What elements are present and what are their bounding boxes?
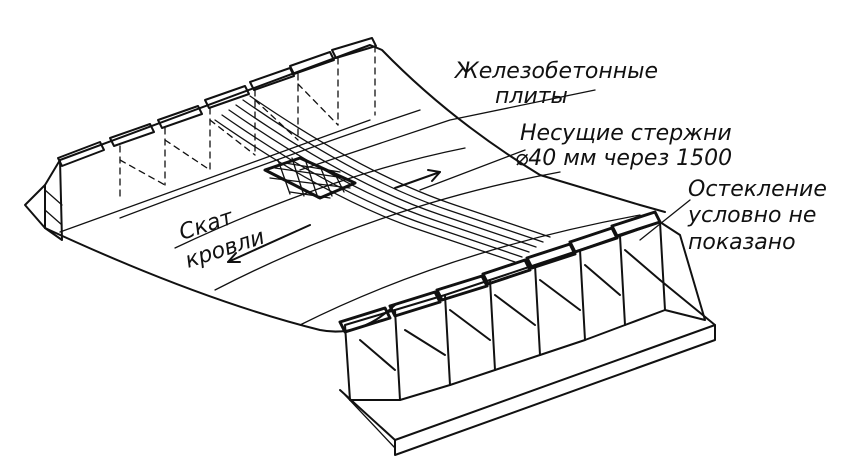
- front-frame-cap-4: [481, 258, 532, 286]
- rod-5: [242, 99, 544, 243]
- arrow-left-shaft: [227, 224, 311, 263]
- glazing-label-line2: условно не: [687, 203, 816, 228]
- roof-cross-curve-3: [299, 214, 641, 326]
- back-frame-cap-6: [289, 51, 335, 75]
- front-base-front: [394, 324, 716, 456]
- back-frame-hidden-braces: [119, 83, 339, 186]
- back-frame-hidden-legs: [119, 45, 376, 201]
- plates-label-line1: Железобетонные: [453, 59, 658, 84]
- front-base-edge: [344, 394, 396, 449]
- back-frame-cap-5: [249, 67, 295, 91]
- arrow-right-shaft: [394, 171, 441, 189]
- rod-6: [249, 95, 551, 238]
- plates-hatch-lines-2: [277, 157, 345, 199]
- arrow-left-head: [227, 252, 241, 263]
- rod-4: [235, 104, 537, 248]
- back-frames: [24, 37, 377, 241]
- roof-cross-curve-1: [174, 147, 466, 249]
- front-frame-cap-1: [338, 306, 392, 334]
- front-frames: [338, 210, 716, 456]
- plates-label-line2: плиты: [495, 84, 568, 109]
- glazing-label-line1: Остекление: [688, 177, 827, 202]
- back-frame-cap-3: [157, 105, 203, 129]
- rods-label-line2: ⌀40 мм через 1500: [515, 146, 732, 171]
- rods-label-line1: Несущие стержни: [520, 121, 732, 146]
- left-end-frame-brace: [44, 189, 63, 226]
- back-frame-cap-2: [109, 123, 155, 147]
- front-base-top-edge: [339, 279, 716, 441]
- rod-3: [228, 109, 530, 253]
- front-frame-cap-5: [525, 242, 577, 270]
- front-frame-cap-2: [388, 290, 442, 318]
- roof-left-strip: [59, 119, 371, 233]
- rod-1: [214, 119, 516, 263]
- roof-left-strip-2: [119, 109, 421, 219]
- back-frame-cap-4: [204, 85, 250, 109]
- front-frame-2: [394, 294, 451, 401]
- glazing-label-line3: показано: [688, 230, 796, 255]
- plates-leader: [299, 89, 596, 171]
- left-end-frame: [44, 159, 63, 241]
- rods-leader: [419, 149, 526, 191]
- back-frame-cap-7: [331, 37, 377, 59]
- roof-surface: [44, 44, 666, 333]
- plates-hatch: [263, 156, 357, 200]
- front-frame-cap-3: [435, 274, 489, 302]
- left-end-base: [24, 184, 46, 229]
- front-frame-cap-7: [610, 210, 662, 238]
- front-frame-end: [659, 221, 706, 321]
- front-frame-cap-6: [568, 226, 619, 254]
- arrow-right-head: [427, 169, 441, 182]
- glazing-leader: [639, 199, 691, 241]
- roof-far-edge: [59, 44, 666, 213]
- front-frame-6: [579, 235, 626, 341]
- roof-cross-curve-2: [214, 171, 561, 291]
- leaders: [227, 89, 691, 263]
- rod-2: [221, 114, 523, 258]
